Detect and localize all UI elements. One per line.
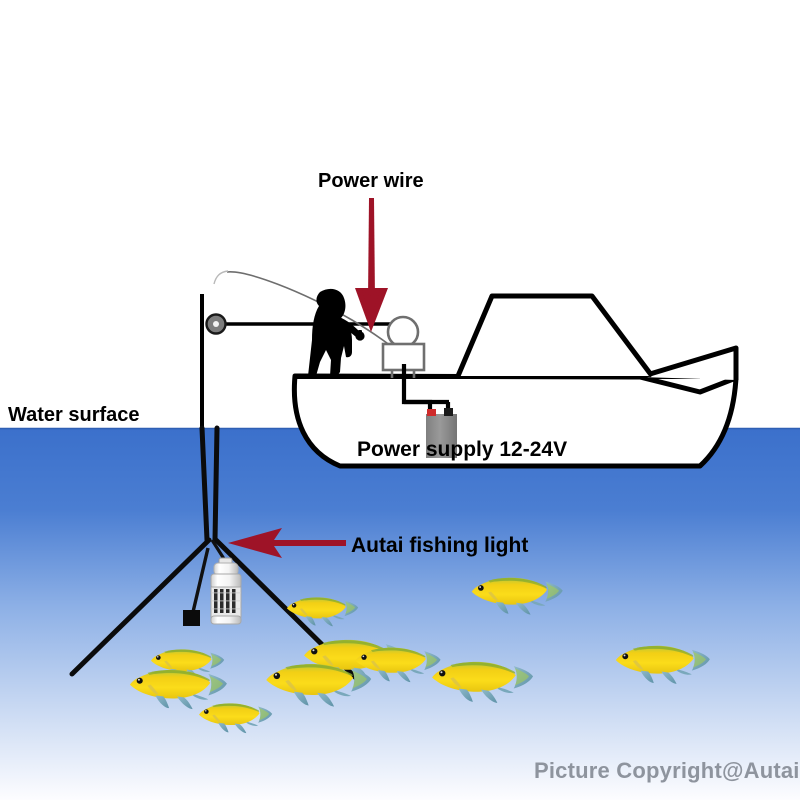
underwater-rig-ropes (69, 425, 359, 681)
deck-winch (381, 315, 426, 378)
sinker-weight (183, 610, 200, 626)
label-copyright-watermark: Picture Copyright@Autai (534, 758, 800, 783)
water-area (0, 428, 800, 800)
label-power-wire: Power wire (318, 170, 424, 192)
underwater-fishing-lamp (210, 557, 242, 625)
label-power-supply: Power supply 12-24V (357, 438, 568, 461)
fisherman-silhouette (308, 288, 365, 376)
fishing-light-arrow (228, 528, 346, 558)
battery-box (426, 408, 457, 458)
power-wire-arrow (355, 198, 388, 332)
label-autai-fishing-light: Autai fishing light (351, 534, 529, 557)
sinker-cord (191, 547, 210, 613)
boat-cabin (455, 293, 654, 378)
label-water-surface: Water surface (8, 404, 140, 426)
mast-assembly (200, 294, 398, 428)
battery-negative-terminal (444, 408, 453, 416)
battery-positive-terminal (427, 409, 436, 416)
rod-tip-line (213, 270, 229, 285)
